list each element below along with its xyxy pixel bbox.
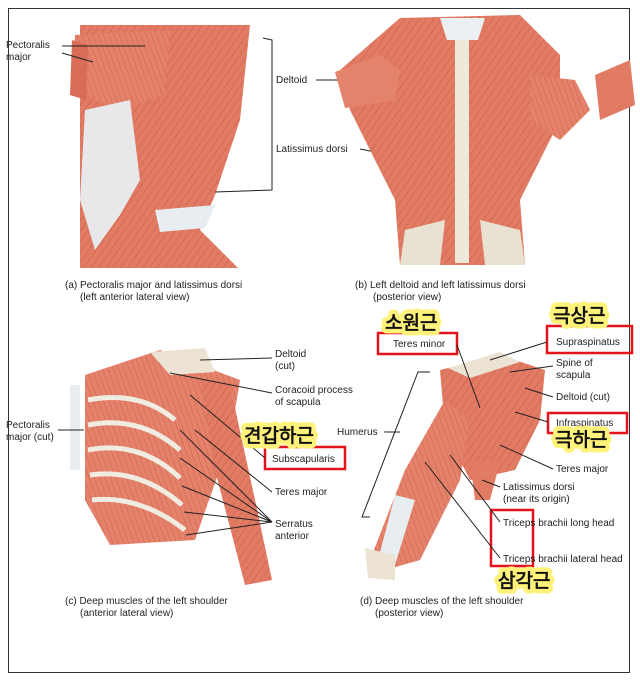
- label-triceps-long: Triceps brachii long head: [503, 518, 614, 529]
- figure-frame: [8, 8, 630, 673]
- panel-b-illustration: [335, 15, 635, 265]
- label-latissimus-dorsi: Latissimus dorsi: [276, 144, 348, 155]
- label-triceps-lateral: Triceps brachii lateral head: [503, 554, 623, 565]
- caption-d-2: (posterior view): [375, 608, 443, 619]
- label-pectoralis-major-1: Pectoralis: [6, 40, 50, 51]
- panel-d-illustration: [365, 352, 545, 580]
- ko-supraspinatus: 극상근: [553, 305, 605, 327]
- label-infraspinatus: Infraspinatus: [556, 418, 613, 429]
- highlight-teres-minor: [376, 331, 459, 356]
- caption-a-1: (a) Pectoralis major and latissimus dors…: [65, 280, 242, 291]
- label-serratus-2: anterior: [275, 531, 310, 542]
- label-teres-minor: Teres minor: [393, 339, 446, 350]
- ko-subscapularis: 견갑하근: [244, 425, 314, 447]
- label-teres-major-d: Teres major: [556, 464, 609, 475]
- label-coracoid-2: of scapula: [275, 397, 321, 408]
- label-serratus-1: Serratus: [275, 519, 313, 530]
- label-supraspinatus: Supraspinatus: [556, 337, 620, 348]
- label-deltoid-cut-d: Deltoid (cut): [556, 392, 610, 403]
- highlight-infraspinatus: [546, 411, 629, 435]
- panel-c-illustration: [70, 348, 272, 585]
- caption-c-1: (c) Deep muscles of the left shoulder: [65, 596, 229, 607]
- highlight-triceps: [489, 508, 535, 568]
- caption-d-1: (d) Deep muscles of the left shoulder: [360, 596, 524, 607]
- label-pectoralis-cut-1: Pectoralis: [6, 420, 50, 431]
- label-pectoralis-major-2: major: [6, 52, 32, 63]
- label-deltoid-cut-1: Deltoid: [275, 349, 306, 360]
- label-deltoid-cut-2: (cut): [275, 361, 295, 372]
- panel-a-illustration: [70, 25, 250, 268]
- caption-b-2: (posterior view): [373, 292, 441, 303]
- label-humerus: Humerus: [337, 427, 378, 438]
- label-pectoralis-cut-2: major (cut): [6, 432, 54, 443]
- panel-a-bracket: [214, 37, 273, 193]
- ko-triceps-lateral: 삼각근: [498, 570, 550, 592]
- label-deltoid: Deltoid: [276, 75, 307, 86]
- label-coracoid-1: Coracoid process: [275, 385, 353, 396]
- label-spine-scapula-1: Spine of: [556, 358, 593, 369]
- label-spine-scapula-2: scapula: [556, 370, 591, 381]
- label-subscapularis: Subscapularis: [272, 454, 335, 465]
- label-latissimus-origin-2: (near its origin): [503, 494, 570, 505]
- ko-infraspinatus: 극하근: [555, 429, 607, 451]
- highlight-supraspinatus: [545, 324, 634, 355]
- caption-a-2: (left anterior lateral view): [80, 292, 189, 303]
- ribs: [87, 395, 187, 532]
- serratus-leaders: [179, 429, 273, 536]
- label-teres-major-c: Teres major: [275, 487, 328, 498]
- panel-d-bracket: [361, 371, 430, 518]
- label-latissimus-origin-1: Latissimus dorsi: [503, 482, 575, 493]
- caption-c-2: (anterior lateral view): [80, 608, 173, 619]
- ko-teres-minor: 소원근: [385, 312, 437, 334]
- caption-b-1: (b) Left deltoid and left latissimus dor…: [355, 280, 526, 291]
